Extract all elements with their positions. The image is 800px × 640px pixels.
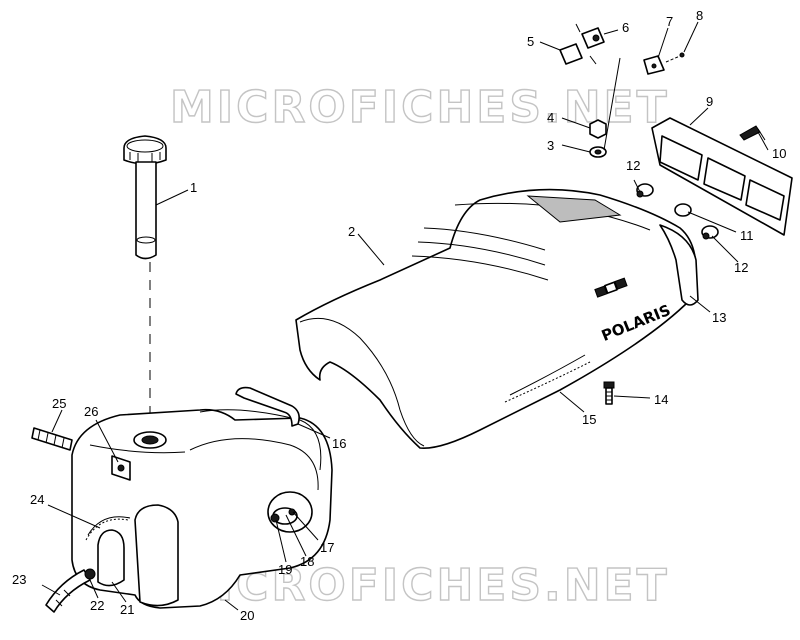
fuel-tank: [71, 408, 333, 609]
callout-numbers: 1 2 3 4 5 6 7 8 9 10 11 12 12 13 14 15 1…: [12, 8, 786, 623]
seat-bolt: [603, 381, 615, 405]
callout-6: 6: [622, 20, 629, 35]
callout-15: 15: [582, 412, 596, 427]
callout-9: 9: [706, 94, 713, 109]
callout-21: 21: [120, 602, 134, 617]
taillight-bulbs: [636, 183, 719, 240]
watermark-top: MICROFICHES.NET: [170, 82, 670, 133]
callout-10: 10: [772, 146, 786, 161]
callout-23: 23: [12, 572, 26, 587]
bracket-clips: [559, 23, 685, 75]
nut-washer: [589, 119, 607, 158]
callout-17: 17: [320, 540, 334, 555]
callout-11: 11: [740, 228, 754, 243]
callout-20: 20: [240, 608, 254, 623]
vent-hose: [31, 427, 73, 451]
tank-strap: [235, 386, 300, 427]
taillight-lens: [651, 117, 793, 236]
fuel-line: [45, 568, 96, 613]
callout-3: 3: [547, 138, 554, 153]
callout-24: 24: [30, 492, 44, 507]
callout-12-lower: 12: [734, 260, 748, 275]
seat: POLARIS: [295, 188, 699, 449]
callout-13: 13: [712, 310, 726, 325]
callout-8: 8: [696, 8, 703, 23]
callout-26: 26: [84, 404, 98, 419]
callout-1: 1: [190, 180, 197, 195]
callout-25: 25: [52, 396, 66, 411]
callout-5: 5: [527, 34, 534, 49]
callout-12-upper: 12: [626, 158, 640, 173]
callout-2: 2: [348, 224, 355, 239]
callout-19: 19: [278, 562, 292, 577]
leader-lines: [41, 21, 769, 611]
callout-7: 7: [666, 14, 673, 29]
callout-16: 16: [332, 436, 346, 451]
callout-4: 4: [547, 110, 554, 125]
filler-neck: [123, 135, 167, 430]
callout-22: 22: [90, 598, 104, 613]
lens-screw: [739, 125, 766, 141]
callout-14: 14: [654, 392, 668, 407]
callout-18: 18: [300, 554, 314, 569]
